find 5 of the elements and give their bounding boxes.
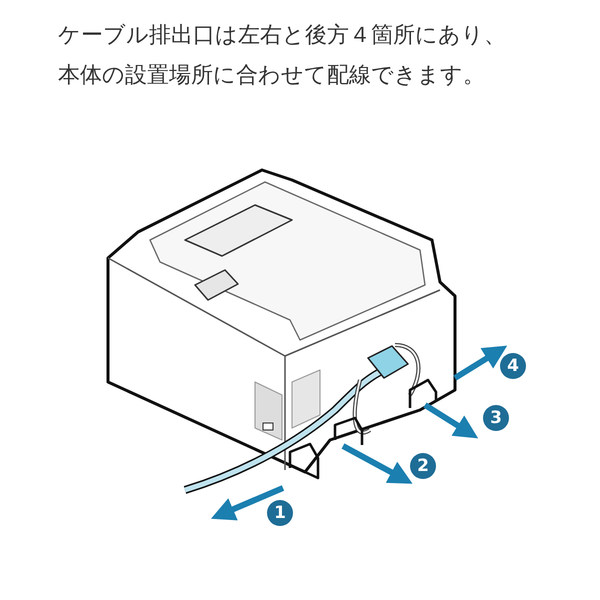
callout-number: 3: [483, 405, 509, 431]
heading-text: ケーブル排出口は左右と後方４箇所にあり、本体の設置場所に合わせて配線できます。: [58, 22, 507, 90]
callout-number: 2: [410, 453, 436, 479]
callout-number: 1: [267, 500, 293, 526]
callout-number: 4: [500, 353, 526, 379]
